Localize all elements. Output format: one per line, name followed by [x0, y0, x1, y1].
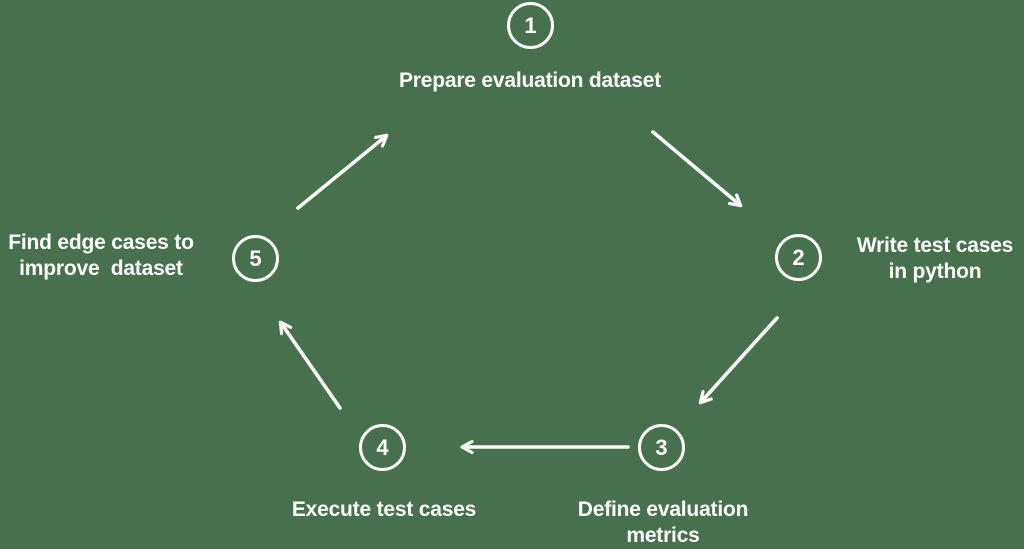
arrow-step4-to-step5-icon — [278, 320, 342, 410]
step-number-2: 2 — [792, 244, 805, 270]
step-number-1: 1 — [524, 12, 537, 38]
arrow-step1-to-step2-icon — [651, 130, 743, 208]
step-label-execute-test-cases: Execute test cases — [291, 498, 477, 521]
step-circle-3: 3 — [638, 424, 685, 471]
step-label-define-evaluation-metrics: Define evaluation metrics — [577, 498, 749, 547]
step-circle-4: 4 — [359, 424, 406, 471]
step-circle-5: 5 — [232, 235, 279, 282]
step-circle-1: 1 — [507, 2, 554, 49]
arrow-step5-to-step1-icon — [296, 133, 389, 210]
step-label-write-test-cases: Write test cases in python — [856, 234, 1014, 283]
step-number-5: 5 — [249, 245, 262, 271]
step-circle-2: 2 — [775, 234, 822, 281]
step-label-prepare-evaluation-dataset: Prepare evaluation dataset — [398, 69, 662, 92]
step-number-3: 3 — [655, 434, 668, 460]
step-label-find-edge-cases: Find edge cases to improve dataset — [8, 231, 194, 280]
arrow-step2-to-step3-icon — [698, 316, 779, 405]
step-number-4: 4 — [376, 434, 389, 460]
